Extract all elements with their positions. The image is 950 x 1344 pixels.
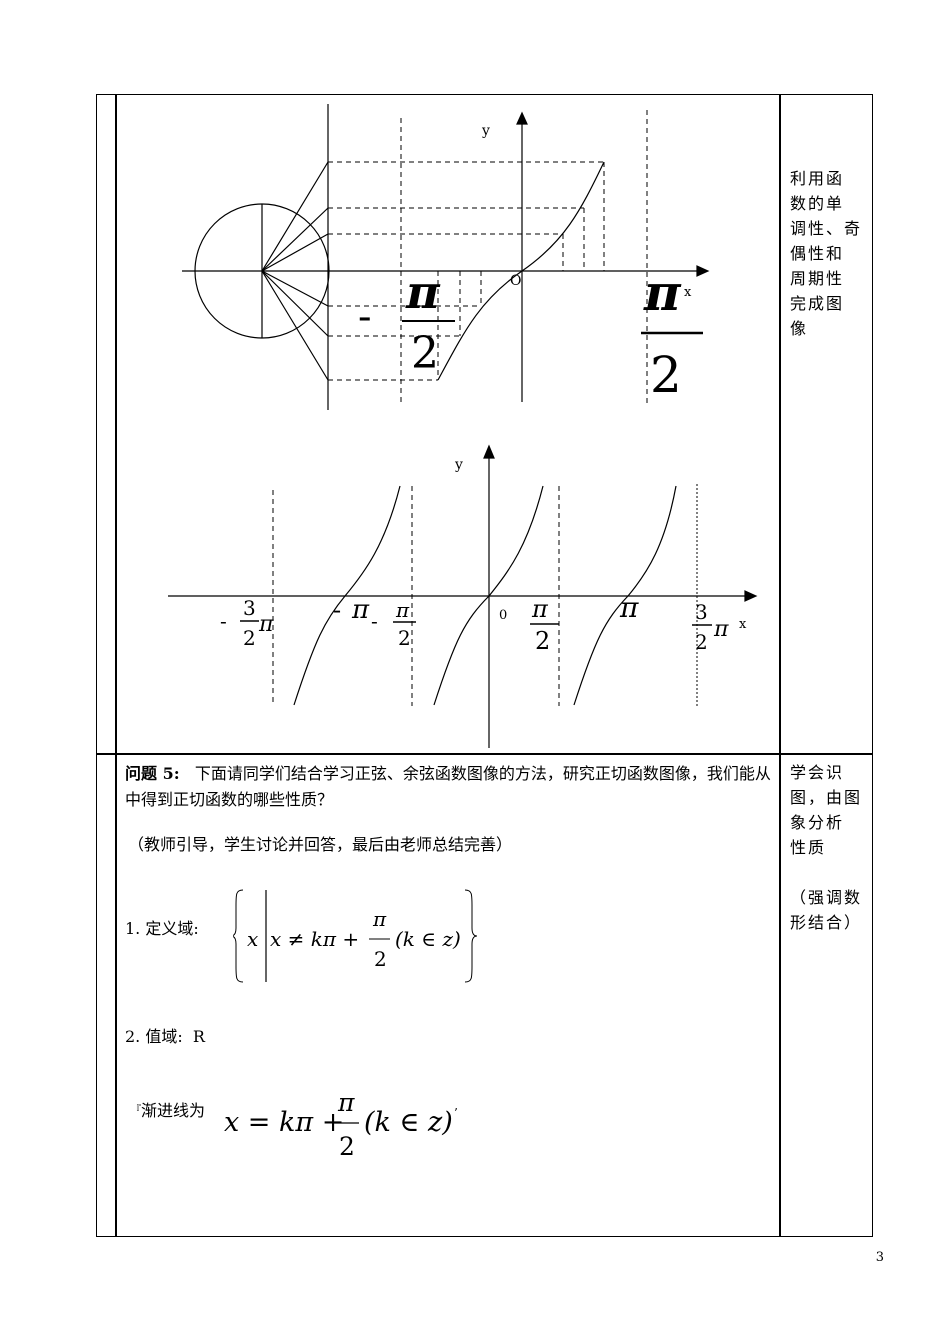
asym-k: (k ∈ z) — [364, 1107, 453, 1138]
page-number: 3 — [875, 1250, 884, 1265]
tick-3-2pi-den: 2 — [695, 630, 708, 654]
y-axis-1-arrow — [516, 111, 528, 125]
tick-neg-pi-2-num: π — [395, 598, 410, 622]
question-label: 问题 5: — [125, 764, 180, 783]
tick-neg-3-2pi-sym: π — [258, 612, 274, 637]
table-right-divider — [779, 94, 781, 1237]
tick-pi-2-num: π — [531, 595, 549, 623]
asym-tail: ’ — [454, 1106, 458, 1120]
table-frame — [96, 94, 873, 1237]
tan-branch-center — [433, 485, 544, 706]
asymptote-formula: x = kπ + π 2 (k ∈ z) ’ — [224, 1088, 458, 1161]
tick-3-2pi-sym: π — [713, 617, 729, 642]
range-line: 2. 值域: R — [125, 1026, 205, 1048]
asym-lhs: x = kπ + — [224, 1107, 344, 1138]
fig2-origin-label: 0 — [499, 608, 507, 623]
asymptote-text: 渐进线为 — [141, 1101, 206, 1120]
tick-neg-3-2pi-den: 2 — [243, 626, 256, 650]
fig1-y-label: y — [481, 123, 490, 139]
domain-frac-den: 2 — [374, 947, 387, 971]
tan-branch-left — [293, 485, 401, 706]
asym-frac-den: 2 — [339, 1132, 355, 1161]
tick-neg-pi-sign: - — [333, 596, 341, 624]
domain-frac-num: π — [372, 907, 387, 931]
tick-neg-3-2pi-sign: - — [220, 609, 227, 633]
domain-label: 1. 定义域: — [125, 919, 199, 938]
asym-frac-num: π — [337, 1088, 355, 1117]
tick-neg-pi-sym: π — [351, 595, 370, 625]
fig2-y-label: y — [454, 457, 463, 473]
tick-pi-2-den: 2 — [535, 627, 550, 655]
fig1-origin-label: O — [510, 273, 521, 289]
x-axis-2-arrow — [744, 590, 758, 602]
table-row-divider — [96, 753, 873, 755]
tick-pi-sym: π — [619, 591, 639, 624]
y-axis-2-arrow — [483, 444, 495, 459]
table-left-inner-line — [115, 94, 117, 1237]
domain-k: (k ∈ z) — [395, 927, 461, 951]
asymptote-label: 『渐进线为 — [131, 1100, 205, 1122]
domain-condition: x ≠ kπ + — [270, 927, 359, 951]
tick-neg-pi-2-den: 2 — [398, 626, 411, 650]
fig2-x-label: x — [739, 617, 747, 632]
side-note-row2: 学会识 图，由图 象分析 性质 （强调数 形结合） — [790, 763, 863, 932]
question-text: 下面请同学们结合学习正弦、余弦函数图像的方法，研究正切函数图像，我们能从中得到正… — [125, 764, 771, 809]
tick-3-2pi-num: 3 — [695, 600, 708, 624]
x-axis-1-arrow — [696, 265, 710, 277]
range-value: R — [192, 1027, 205, 1046]
tangent-graph-figure: y x 0 - 3 2 π - π - π 2 π 2 π 3 2 π — [168, 444, 758, 748]
domain-formula: x x ≠ kπ + π 2 (k ∈ z) — [233, 889, 478, 983]
tick-neg-pi-2-sign: - — [371, 609, 378, 633]
tangent-construction-figure: y O x - π 2 π 2 — [182, 104, 710, 410]
asymptote-mark: 『 — [131, 1105, 141, 1116]
tick-neg-3-2pi-num: 3 — [243, 596, 256, 620]
fig1-right-two: 2 — [650, 346, 682, 404]
fig1-right-pi: π — [643, 263, 682, 322]
fig1-minus-sign: - — [358, 294, 372, 340]
side-note-row1: 利用函 数的单 调性、奇 偶性和 周期性 完成图 像 — [790, 169, 863, 338]
fig1-left-pi: π — [405, 265, 441, 319]
range-label: 2. 值域: — [125, 1027, 183, 1046]
fig1-x-label: x — [684, 285, 692, 300]
question-note: （教师引导，学生讨论并回答，最后由老师总结完善） — [128, 835, 513, 854]
tan-curve-1 — [437, 161, 605, 381]
fig1-left-two: 2 — [411, 328, 439, 379]
question-paragraph: 问题 5: 下面请同学们结合学习正弦、余弦函数图像的方法，研究正切函数图像，我们… — [125, 761, 775, 813]
domain-x: x — [247, 927, 258, 951]
tan-branch-right — [573, 485, 677, 706]
